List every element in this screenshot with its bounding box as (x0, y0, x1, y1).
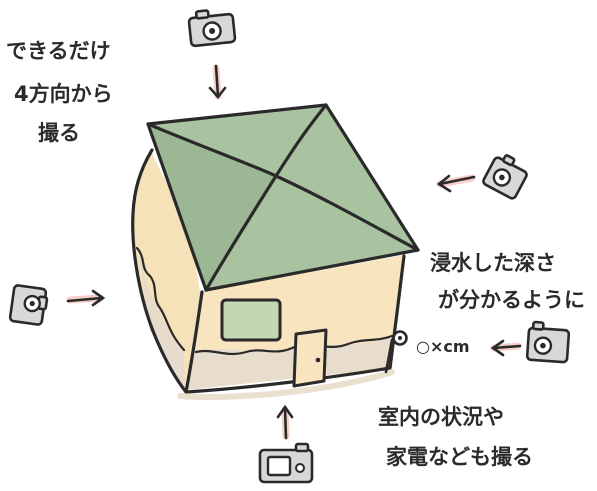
caption-angles-line-1: できるだけ (6, 39, 111, 63)
gauge-pin-icon-center (398, 336, 402, 340)
camera-icon (525, 320, 571, 364)
arrow-icon (490, 339, 522, 357)
camera-icon (482, 154, 528, 200)
camera-right-upper (436, 154, 528, 200)
camera-top (187, 9, 237, 100)
camera-icon (258, 442, 314, 484)
caption-interior-line-1: 室内の状況や (378, 405, 504, 429)
arrow-icon (276, 404, 294, 440)
caption-interior: 室内の状況や 家電なども撮る (378, 405, 533, 469)
caption-interior-line-2: 家電なども撮る (386, 445, 533, 469)
camera-icon (8, 284, 49, 326)
camera-icon (187, 9, 237, 48)
depth-gauge: ○×cm (384, 330, 470, 374)
flood-tint-front (185, 336, 392, 390)
arrow-icon (208, 64, 227, 100)
camera-bottom (258, 404, 314, 484)
caption-depth: 浸水した深さ が分かるように (430, 251, 585, 312)
roof-ridge-2 (204, 103, 328, 292)
door-knob (315, 357, 321, 363)
house-roof-left-facet (148, 124, 276, 290)
flood-tint-left (138, 252, 185, 392)
water-line-left (135, 246, 186, 352)
gauge-label: ○×cm (416, 337, 470, 356)
water-line-front (194, 334, 394, 356)
house (131, 103, 420, 400)
camera-right-lower (490, 320, 571, 364)
left-wall-outline (131, 148, 188, 394)
house-door (292, 328, 328, 388)
caption-angles-line-3: 撮る (38, 121, 80, 145)
front-wall-outline (184, 254, 406, 394)
caption-depth-line-1: 浸水した深さ (430, 251, 556, 275)
caption-angles-line-2: 4方向から (14, 82, 113, 106)
ground-shadow (177, 369, 395, 400)
camera-left (8, 284, 106, 326)
gauge-pole (384, 338, 394, 374)
arrow-icon (66, 289, 106, 307)
caption-angles: できるだけ 4方向から 撮る (6, 39, 113, 145)
arrow-icon (436, 174, 476, 193)
house-window (220, 298, 282, 342)
caption-depth-line-2: が分かるように (438, 288, 585, 312)
house-left-wall (132, 150, 200, 392)
